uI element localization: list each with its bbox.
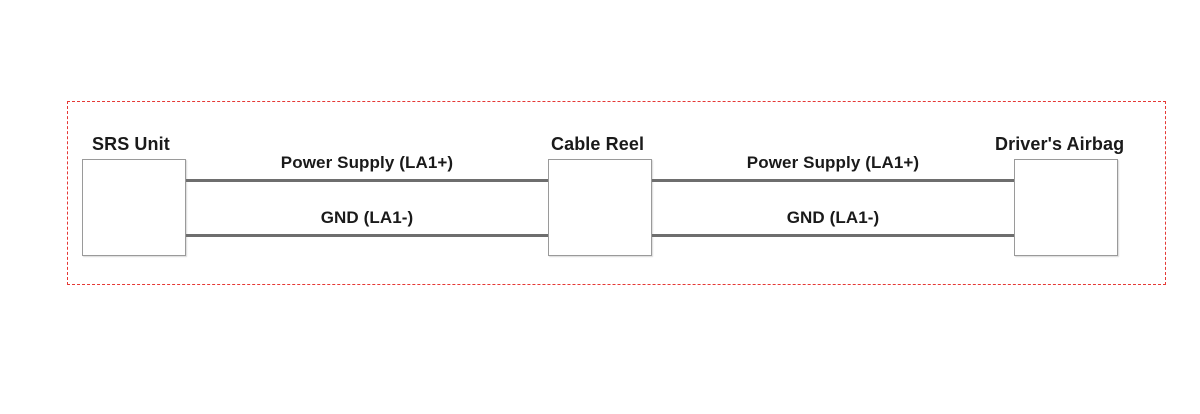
wire-gnd-left — [186, 234, 548, 237]
wire-label-power-left: Power Supply (LA1+) — [280, 153, 454, 172]
srs-unit-title: SRS Unit — [92, 134, 170, 154]
drivers-airbag-title: Driver's Airbag — [995, 134, 1125, 154]
wire-power-left — [186, 179, 548, 182]
srs-unit-box — [82, 159, 186, 256]
wire-label-gnd-right: GND (LA1-) — [786, 208, 880, 227]
wire-power-right — [652, 179, 1014, 182]
wire-gnd-right — [652, 234, 1014, 237]
drivers-airbag-box — [1014, 159, 1118, 256]
cable-reel-title: Cable Reel — [551, 134, 645, 154]
cable-reel-box — [548, 159, 652, 256]
diagram-frame — [67, 101, 1166, 285]
wire-label-power-right: Power Supply (LA1+) — [746, 153, 920, 172]
wire-label-gnd-left: GND (LA1-) — [320, 208, 414, 227]
